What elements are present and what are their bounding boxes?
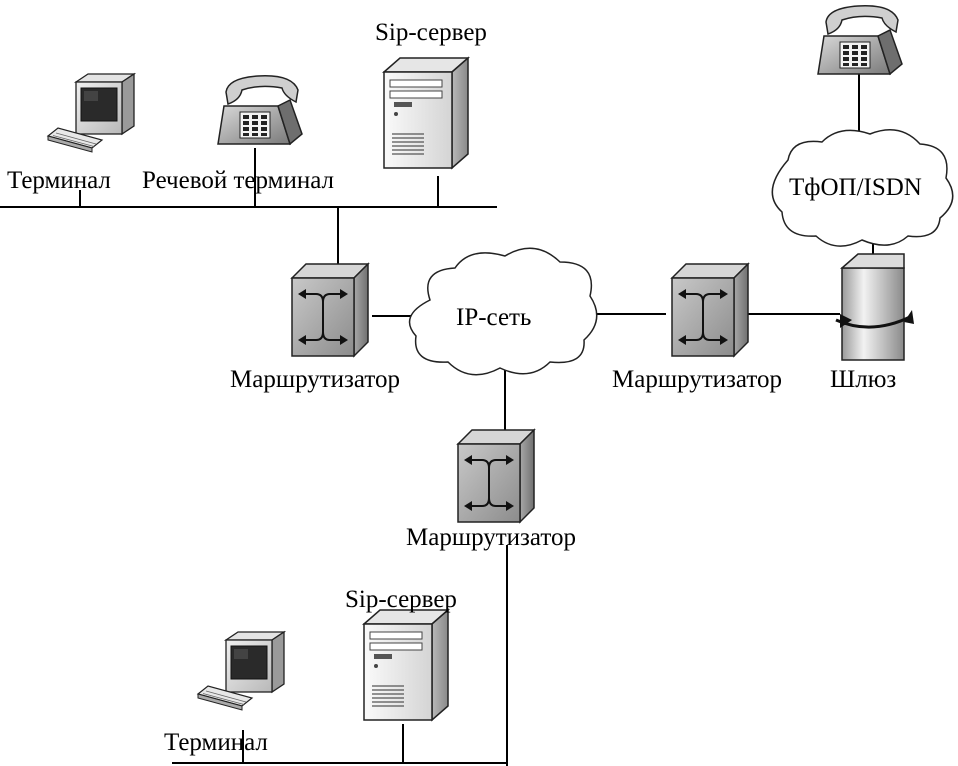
ip-network-cloud-icon bbox=[408, 247, 598, 376]
desk-phone-icon bbox=[217, 75, 303, 145]
computer-terminal-icon bbox=[197, 631, 285, 711]
pstn-phone-icon bbox=[817, 5, 903, 75]
router-icon-left bbox=[291, 263, 369, 357]
router-right-label: Маршрутизатор bbox=[612, 366, 782, 393]
router-icon-right bbox=[671, 263, 749, 357]
pstn-isdn-cloud-icon bbox=[771, 129, 954, 247]
gateway-icon bbox=[835, 253, 914, 361]
sip-server-top-label: Sip-сервер bbox=[375, 19, 487, 46]
router-icon-bottom bbox=[457, 429, 535, 523]
sip-server-bottom-label: Sip-сервер bbox=[345, 586, 457, 613]
terminal-top-label: Терминал bbox=[7, 167, 111, 194]
router-bottom-label: Маршрутизатор bbox=[406, 524, 576, 551]
router-left-label: Маршрутизатор bbox=[230, 366, 400, 393]
gateway-label: Шлюз bbox=[830, 366, 896, 393]
voice-terminal-label: Речевой терминал bbox=[142, 167, 334, 194]
tower-server-icon bbox=[363, 609, 449, 721]
computer-terminal-icon bbox=[47, 73, 135, 153]
terminal-bottom-label: Терминал bbox=[164, 729, 268, 756]
tower-server-icon bbox=[383, 57, 469, 169]
ip-network-label: IP-сеть bbox=[456, 304, 531, 331]
pstn-isdn-label: ТфОП/ISDN bbox=[789, 174, 922, 201]
